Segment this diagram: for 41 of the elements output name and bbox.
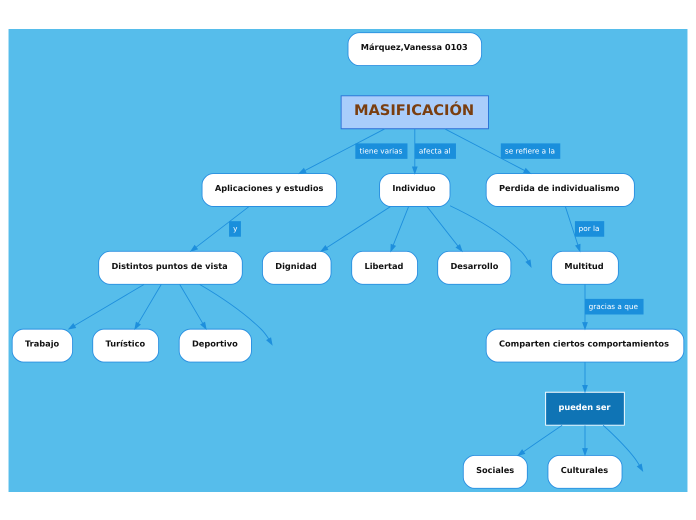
node-box: Sociales bbox=[462, 454, 528, 488]
node-box: Aplicaciones y estudios bbox=[202, 172, 338, 206]
edge-label: por la bbox=[578, 224, 600, 233]
node-box: Libertad bbox=[351, 250, 418, 284]
arrow bbox=[68, 284, 144, 330]
node-box: Comparten ciertos comportamientos bbox=[486, 328, 684, 362]
node-box: Individuo bbox=[379, 172, 450, 206]
arrow bbox=[444, 128, 532, 174]
node-box: Deportivo bbox=[178, 328, 252, 362]
arrow bbox=[199, 284, 273, 346]
arrow bbox=[298, 128, 386, 174]
node-box: Turístico bbox=[92, 328, 160, 362]
arrow bbox=[582, 284, 588, 330]
arrow bbox=[390, 206, 409, 252]
arrow bbox=[582, 361, 588, 393]
edge-label: gracias a que bbox=[588, 301, 638, 310]
arrow bbox=[517, 424, 563, 456]
node-box: Dignidad bbox=[262, 250, 332, 284]
edge-label: afecta al bbox=[418, 146, 451, 155]
node-box: Perdida de individualismo bbox=[486, 172, 635, 206]
node-box: Desarrollo bbox=[437, 250, 512, 284]
arrow bbox=[564, 206, 580, 252]
node-box: MASIFICACIÓN bbox=[340, 94, 489, 129]
node-box: Multitud bbox=[551, 250, 619, 284]
node-box: Trabajo bbox=[12, 328, 74, 362]
arrow bbox=[582, 424, 588, 456]
arrow bbox=[134, 284, 162, 330]
arrow bbox=[179, 284, 207, 330]
edge-label: y bbox=[233, 224, 238, 233]
arrow bbox=[190, 206, 250, 252]
arrow bbox=[320, 206, 391, 252]
arrow bbox=[426, 206, 463, 252]
edge-label: tiene varias bbox=[359, 146, 402, 155]
arrow bbox=[602, 424, 644, 472]
node-box: Culturales bbox=[547, 454, 622, 488]
arrow bbox=[450, 204, 532, 268]
node-box: pueden ser bbox=[545, 391, 625, 426]
node-box: Distintos puntos de vista bbox=[98, 250, 243, 284]
arrow bbox=[412, 128, 418, 174]
edge-label: se refiere a la bbox=[504, 146, 556, 155]
node-box: Márquez,Vanessa 0103 bbox=[348, 32, 482, 66]
